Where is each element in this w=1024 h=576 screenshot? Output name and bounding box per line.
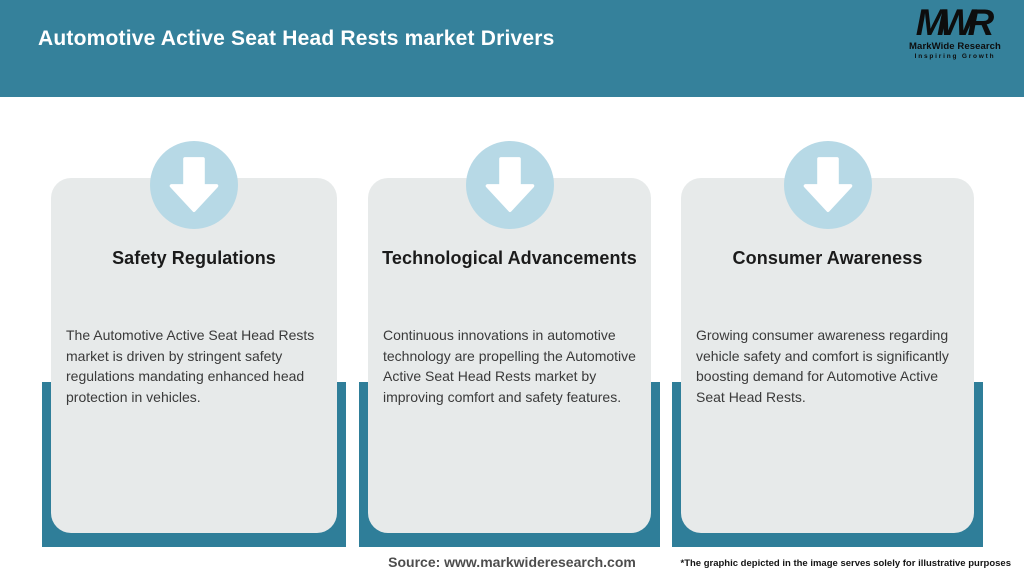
card-title: Technological Advancements [382, 248, 637, 268]
driver-card-consumer-awareness: Consumer Awareness Growing consumer awar… [672, 0, 983, 576]
down-arrow-icon [465, 141, 554, 229]
header-bar: Automotive Active Seat Head Rests market… [0, 0, 1024, 97]
card-title: Consumer Awareness [732, 248, 923, 268]
card-panel: Consumer Awareness Growing consumer awar… [681, 178, 974, 533]
card-title: Safety Regulations [112, 248, 276, 268]
markwide-research-logo: MWR MarkWide Research Inspiring Growth [896, 4, 1014, 60]
card-description: Continuous innovations in automotive tec… [383, 327, 636, 405]
down-arrow-icon [783, 141, 872, 229]
down-arrow-icon [150, 141, 238, 229]
logo-company-name: MarkWide Research [909, 41, 1001, 52]
driver-card-technological-advancements: Technological Advancements Continuous in… [359, 0, 660, 576]
card-panel: Technological Advancements Continuous in… [368, 178, 651, 533]
page-title: Automotive Active Seat Head Rests market… [38, 27, 555, 50]
source-text: Source: www.markwideresearch.com [388, 554, 636, 570]
mwr-logo-icon: MWR [915, 2, 994, 43]
driver-card-safety-regulations: Safety Regulations The Automotive Active… [42, 0, 346, 576]
card-panel: Safety Regulations The Automotive Active… [51, 178, 337, 533]
disclaimer-text: *The graphic depicted in the image serve… [680, 558, 1012, 569]
card-description: Growing consumer awareness regarding veh… [696, 327, 949, 405]
card-description: The Automotive Active Seat Head Rests ma… [66, 327, 315, 405]
logo-tagline: Inspiring Growth [914, 52, 996, 60]
